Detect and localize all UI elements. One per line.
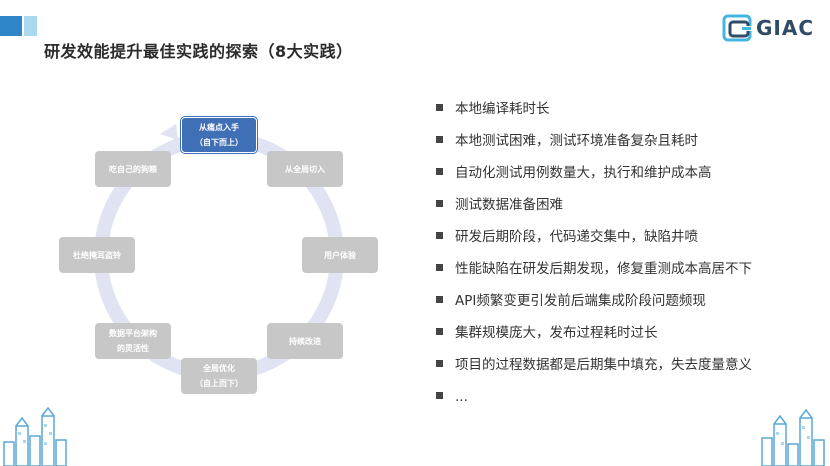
bullet-square-icon	[436, 296, 443, 303]
cycle-node-dogfooding: 吃自己的狗粮	[95, 151, 171, 187]
bullet-square-icon	[436, 104, 443, 111]
cycle-node-no-self-deception: 杜绝掩耳盗铃	[59, 237, 135, 273]
list-item: 本地编译耗时长	[436, 98, 550, 120]
list-item: 性能缺陷在研发后期发现，修复重测成本高居不下	[436, 258, 752, 280]
cycle-node-pain-points: 从痛点入手 （自下而上）	[181, 117, 257, 153]
bullet-square-icon	[436, 200, 443, 207]
list-item: 项目的过程数据都是后期集中填充，失去度量意义	[436, 354, 752, 376]
cycle-node-global-optimization: 全局优化 （自上而下）	[181, 358, 257, 394]
cycle-node-continuous-improvement: 持续改进	[267, 323, 343, 359]
city-skyline-right-icon	[756, 408, 830, 466]
bullet-square-icon	[436, 264, 443, 271]
bullet-square-icon	[436, 392, 443, 399]
list-item: 测试数据准备困难	[436, 194, 563, 216]
bullet-square-icon	[436, 168, 443, 175]
list-item: 研发后期阶段，代码递交集中，缺陷井喷	[436, 226, 698, 248]
bullet-square-icon	[436, 360, 443, 367]
list-item: API频繁变更引发前后端集成阶段问题频现	[436, 290, 706, 312]
bullet-square-icon	[436, 136, 443, 143]
cycle-node-user-experience: 用户体验	[302, 237, 378, 273]
list-item: 本地测试困难，测试环境准备复杂且耗时	[436, 130, 698, 152]
cycle-arrowhead-icon	[160, 124, 178, 140]
list-item: ...	[436, 386, 468, 408]
cycle-node-global-entry: 从全局切入	[267, 151, 343, 187]
list-item: 集群规模庞大，发布过程耗时过长	[436, 322, 658, 344]
list-item: 自动化测试用例数量大，执行和维护成本高	[436, 162, 712, 184]
cycle-node-data-platform: 数据平台架构 的灵活性	[95, 323, 171, 359]
bullet-square-icon	[436, 232, 443, 239]
bullet-square-icon	[436, 328, 443, 335]
city-skyline-left-icon	[0, 402, 80, 466]
